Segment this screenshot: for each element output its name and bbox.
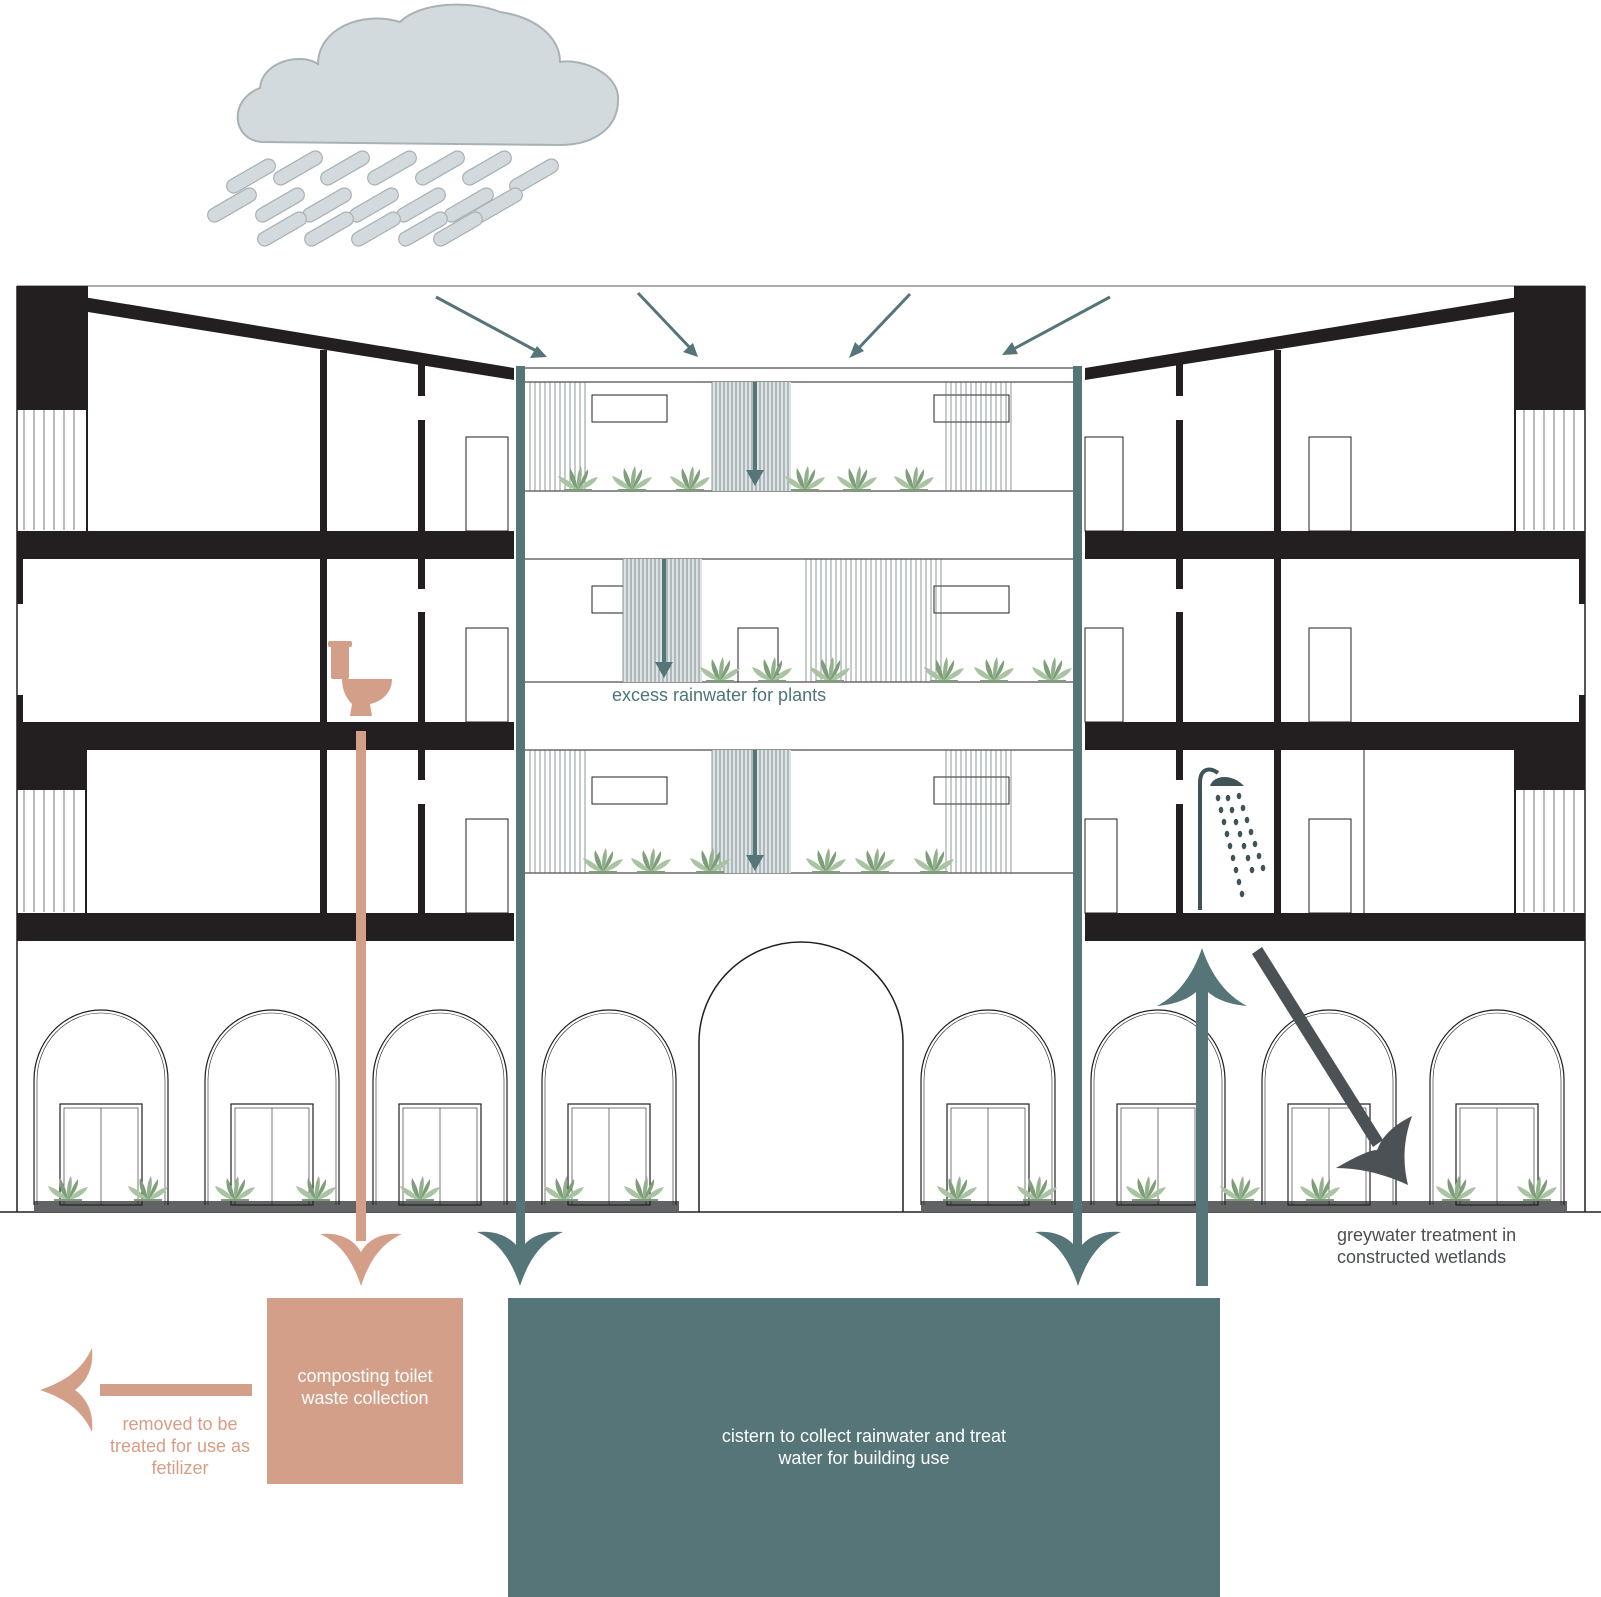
composting-label: composting toilet waste collection: [297, 1366, 433, 1408]
cistern-label: cistern to collect rainwater and treat w…: [721, 1426, 1007, 1468]
rainwater-flow: [435, 291, 1247, 1286]
removed-fertilizer-label: removed to be treated for use as fetiliz…: [109, 1414, 251, 1478]
greywater-flow: [1252, 947, 1412, 1185]
compost-flow: [40, 731, 463, 1484]
rain-drops-icon: [207, 150, 559, 247]
shower-icon: [1198, 767, 1266, 910]
cloud-icon: [236, 3, 620, 147]
cistern-tank: [508, 1298, 1220, 1597]
ground-floor-arches: [33, 1009, 1565, 1206]
toilet-icon: [328, 641, 392, 716]
greywater-label: greywater treatment in constructed wetla…: [1337, 1225, 1517, 1267]
building-section: [0, 285, 1601, 1213]
plant-icon: [47, 465, 1558, 1201]
excess-rainwater-label: excess rainwater for plants: [612, 685, 827, 705]
